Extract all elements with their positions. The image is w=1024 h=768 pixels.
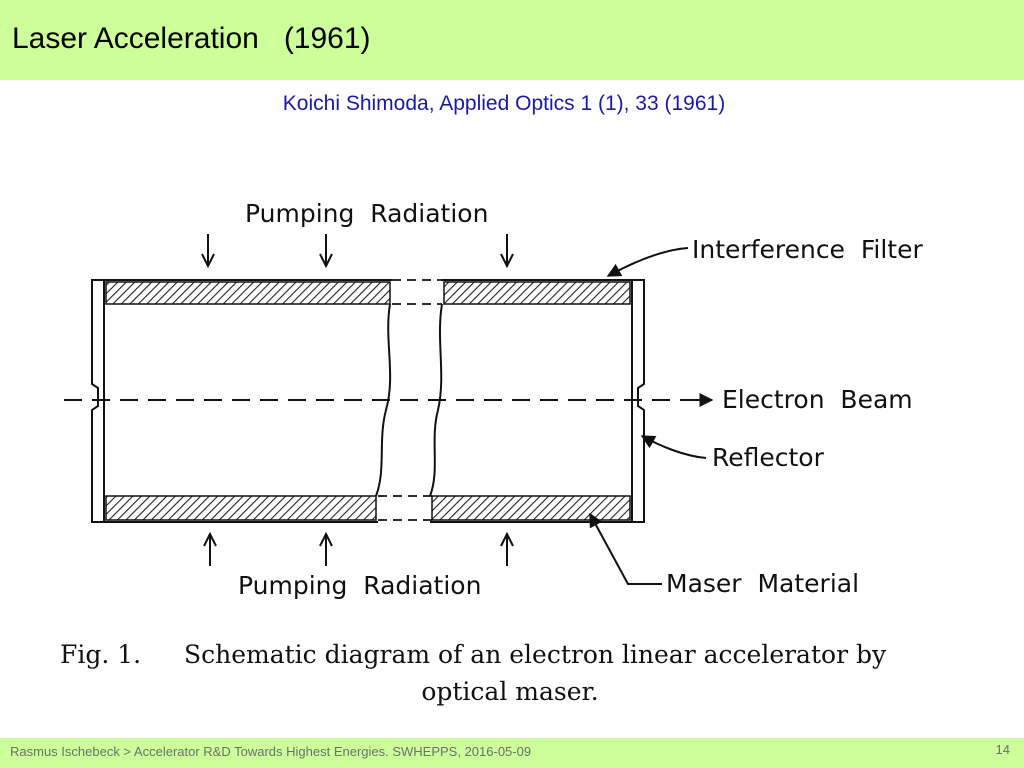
label-electron-beam: Electron Beam [722,385,913,414]
footer-bar [0,738,1024,768]
citation: Koichi Shimoda, Applied Optics 1 (1), 33… [282,92,726,115]
maser-band-top-right [443,281,631,305]
maser-band-bottom-right [431,495,631,521]
leader-lines [589,247,707,585]
label-interference-filter: Interference Filter [692,235,923,264]
caption-fig-label: Fig. 1. [60,640,141,669]
break-lines [375,303,443,497]
label-reflector: Reflector [712,443,825,472]
slide-title: Laser Acceleration (1961) [12,22,371,55]
maser-band-bottom-left [105,495,377,521]
title-bar [0,0,1024,80]
pumping-arrows-top [201,234,514,269]
break-dashes [378,279,442,521]
label-pumping-radiation-bottom: Pumping Radiation [238,571,481,600]
accelerator-diagram: Pumping Radiation Interference Fi [60,199,923,706]
caption-line-2: optical maser. [421,677,598,706]
pumping-arrows-bottom [203,531,514,566]
label-maser-material: Maser Material [666,569,859,598]
tube-outline [104,279,632,523]
label-pumping-radiation-top: Pumping Radiation [245,199,488,228]
caption-line-1: Schematic diagram of an electron linear … [184,640,887,669]
page-number: 14 [995,742,1010,757]
maser-band-top-left [105,281,391,305]
footer-text: Rasmus Ischebeck > Accelerator R&D Towar… [10,744,532,759]
